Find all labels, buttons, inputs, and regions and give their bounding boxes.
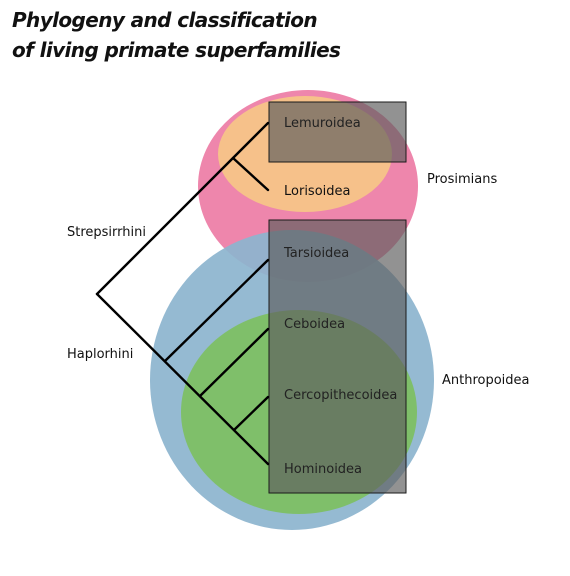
tree-branch [232,395,270,432]
taxon-label-lemuroidea: Lemuroidea [284,116,361,131]
title-line-2: of living primate superfamilies [12,38,341,62]
tree-branch [198,327,270,398]
clade-label-strepsirrhini: Strepsirrhini [67,225,146,240]
taxon-label-hominoidea: Hominoidea [284,462,362,477]
tree-branch [163,258,270,363]
taxon-label-cercopithecoidea: Cercopithecoidea [284,388,397,403]
group-label-prosimians: Prosimians [427,172,497,187]
tree-branch [95,121,270,296]
lemuroidea-box [268,101,407,163]
group-label-anthropoidea: Anthropoidea [442,373,530,388]
title-line-1: Phylogeny and classification [12,8,318,32]
taxon-label-lorisoidea: Lorisoidea [284,184,350,199]
taxon-label-ceboidea: Ceboidea [284,317,345,332]
tree-branch [231,156,270,192]
clade-label-haplorhini: Haplorhini [67,347,133,362]
phylogenetic-tree [95,121,270,466]
taxon-label-tarsioidea: Tarsioidea [283,246,349,261]
tree-branch [95,292,270,466]
anthropoidea-box [268,219,407,494]
